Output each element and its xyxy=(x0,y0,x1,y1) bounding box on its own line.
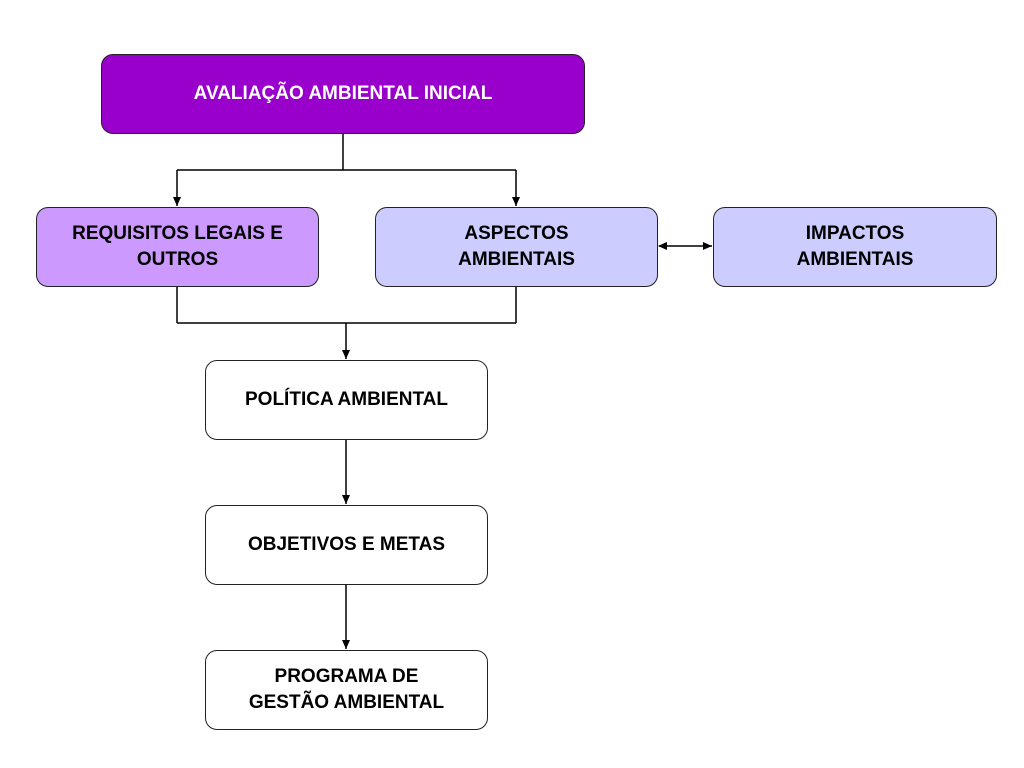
edge-avaliacao-to-requisitos-aspectos xyxy=(173,134,520,206)
node-label-line1: REQUISITOS LEGAIS E xyxy=(72,223,283,244)
node-impactos-ambientais: IMPACTOS AMBIENTAIS xyxy=(713,207,997,287)
node-label-line1: IMPACTOS xyxy=(805,223,905,244)
node-objetivos-e-metas: OBJETIVOS E METAS xyxy=(205,505,488,585)
node-programa-de-gestao-ambiental: PROGRAMA DE GESTÃO AMBIENTAL xyxy=(205,650,488,730)
node-label-line2: GESTÃO AMBIENTAL xyxy=(248,692,445,713)
node-label: POLÍTICA AMBIENTAL xyxy=(245,389,448,410)
node-label: OBJETIVOS E METAS xyxy=(247,534,446,555)
node-politica-ambiental: POLÍTICA AMBIENTAL xyxy=(205,360,488,440)
node-requisitos-legais: REQUISITOS LEGAIS E OUTROS xyxy=(36,207,319,287)
edge-requisitos-aspectos-to-politica xyxy=(176,287,517,359)
node-label-line2: OUTROS xyxy=(136,249,219,270)
node-label: AVALIAÇÃO AMBIENTAL INICIAL xyxy=(193,83,493,104)
node-label-line1: PROGRAMA DE xyxy=(274,666,419,687)
node-label-line2: AMBIENTAIS xyxy=(796,249,914,270)
node-label-line2: AMBIENTAIS xyxy=(458,249,575,270)
node-avaliacao-ambiental-inicial: AVALIAÇÃO AMBIENTAL INICIAL xyxy=(101,54,585,134)
node-aspectos-ambientais: ASPECTOS AMBIENTAIS xyxy=(375,207,658,287)
node-label-line1: ASPECTOS xyxy=(464,223,569,244)
